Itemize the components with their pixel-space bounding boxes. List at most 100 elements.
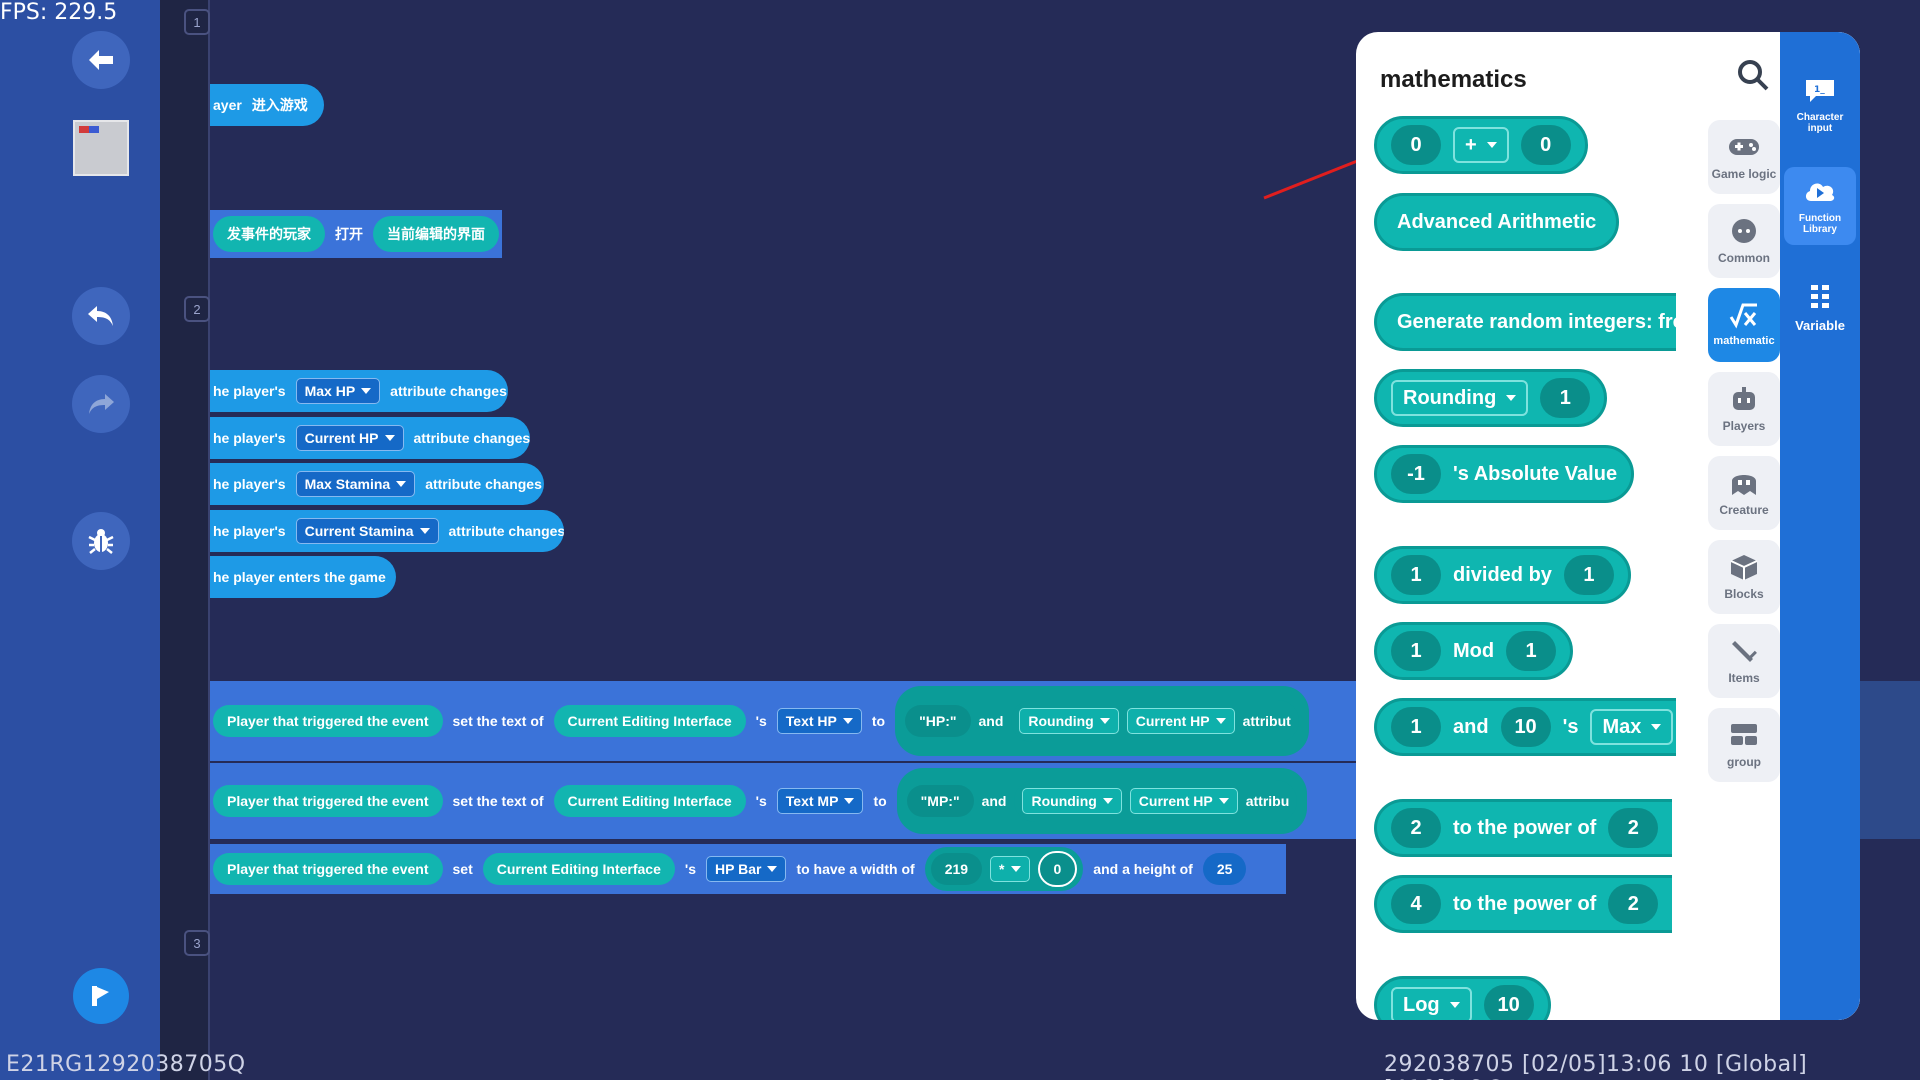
attribute-dropdown[interactable]: Current HP: [295, 425, 404, 451]
number-input[interactable]: 0: [1037, 851, 1078, 887]
max-block[interactable]: 1 and 10 's Max: [1374, 698, 1676, 756]
advanced-arithmetic-block[interactable]: Advanced Arithmetic: [1374, 193, 1620, 251]
number-input[interactable]: 10: [1483, 985, 1534, 1020]
category-game-logic[interactable]: Game logic: [1708, 120, 1780, 194]
number-input[interactable]: 4: [1391, 884, 1441, 924]
attribute-dropdown[interactable]: Current HP: [1126, 708, 1235, 734]
rounding-dropdown[interactable]: Rounding: [1391, 380, 1529, 416]
random-integer-block[interactable]: Generate random integers: fror: [1374, 293, 1676, 351]
multiply-block[interactable]: 219 * 0: [924, 847, 1084, 891]
concat-block[interactable]: "HP:" and Rounding Current HP attribut: [895, 686, 1309, 756]
rail-character-input[interactable]: 1_ Character input: [1784, 66, 1856, 144]
interface-pill[interactable]: Current Editing Interface: [553, 785, 746, 817]
string-pill[interactable]: "HP:": [905, 705, 971, 737]
attr-event-block[interactable]: he player's Max Stamina attribute change…: [210, 463, 544, 505]
enter-game-event-block[interactable]: he player enters the game: [210, 556, 396, 598]
number-input[interactable]: -1: [1391, 454, 1441, 494]
ui-element-dropdown[interactable]: Text HP: [776, 708, 862, 734]
undo-button[interactable]: [72, 287, 130, 345]
player-pill[interactable]: 发事件的玩家: [213, 216, 325, 252]
number-input[interactable]: 2: [1391, 808, 1441, 848]
rounding-block[interactable]: Rounding Current HP attribu: [1014, 780, 1298, 822]
absolute-value-block[interactable]: -1 's Absolute Value: [1374, 445, 1635, 503]
block-text: to: [873, 793, 887, 809]
number-input[interactable]: 2: [1608, 884, 1659, 924]
rail-variable[interactable]: Variable: [1784, 268, 1856, 346]
interface-pill[interactable]: 当前编辑的界面: [373, 216, 499, 252]
interface-pill[interactable]: Current Editing Interface: [553, 705, 746, 737]
back-button[interactable]: [72, 31, 130, 89]
run-button[interactable]: [73, 968, 129, 1024]
set-size-block[interactable]: Player that triggered the event set Curr…: [210, 844, 1286, 894]
max-min-dropdown[interactable]: Max: [1590, 709, 1674, 745]
number-input[interactable]: 1: [1563, 555, 1614, 595]
divide-block[interactable]: 1 divided by 1: [1374, 546, 1631, 604]
attribute-dropdown[interactable]: Max HP: [295, 378, 381, 404]
block-text: 打开: [335, 226, 363, 242]
set-text-hp-block[interactable]: Player that triggered the event set the …: [210, 681, 1356, 761]
ui-element-dropdown[interactable]: Text MP: [776, 788, 864, 814]
block-label: to the power of: [1453, 816, 1597, 839]
category-mathematics[interactable]: mathematic s: [1708, 288, 1780, 362]
palette-blocks[interactable]: mathematics 0 + 0 Advanced Arithmetic Ge…: [1356, 32, 1676, 1020]
set-text-mp-block[interactable]: Player that triggered the event set the …: [210, 763, 1356, 839]
mod-block[interactable]: 1 Mod 1: [1374, 622, 1574, 680]
rounding-block[interactable]: Rounding Current HP attribut: [1011, 700, 1299, 742]
number-input[interactable]: 10: [1500, 707, 1551, 747]
map-thumbnail[interactable]: [73, 120, 129, 176]
operator-dropdown[interactable]: *: [990, 856, 1030, 882]
interface-pill[interactable]: Current Editing Interface: [482, 853, 675, 885]
number-input[interactable]: 1: [1540, 378, 1591, 418]
number-input[interactable]: 0: [1391, 125, 1441, 165]
number-input[interactable]: 2: [1608, 808, 1659, 848]
number-input[interactable]: 0: [1520, 125, 1571, 165]
attribute-dropdown[interactable]: Max Stamina: [295, 471, 416, 497]
number-input[interactable]: 1: [1391, 707, 1441, 747]
creature-icon: [1732, 475, 1756, 495]
player-pill[interactable]: Player that triggered the event: [213, 853, 443, 885]
redo-button[interactable]: [72, 375, 130, 433]
caret-down-icon: [1010, 866, 1021, 872]
attribute-dropdown[interactable]: Current Stamina: [295, 518, 439, 544]
category-blocks[interactable]: Blocks: [1708, 540, 1780, 614]
number-input[interactable]: 219: [930, 853, 983, 885]
log-block[interactable]: Log 10: [1374, 976, 1551, 1020]
power-block[interactable]: 2 to the power of 2: [1374, 799, 1673, 857]
attr-event-block[interactable]: he player's Max HP attribute changes: [210, 370, 508, 412]
category-label: Players: [1722, 419, 1766, 433]
dots-icon: [1732, 219, 1756, 243]
number-input[interactable]: 1: [1391, 555, 1441, 595]
power-block[interactable]: 4 to the power of 2: [1374, 875, 1673, 933]
category-players[interactable]: Players: [1708, 372, 1780, 446]
number-input[interactable]: 1: [1391, 631, 1441, 671]
open-ui-block[interactable]: 发事件的玩家 打开 当前编辑的界面: [210, 210, 502, 258]
rail-function-library[interactable]: Function Library: [1784, 167, 1856, 245]
rounding-block[interactable]: Rounding 1: [1374, 369, 1608, 427]
block-text: to have a width of: [796, 861, 915, 877]
string-pill[interactable]: "MP:": [906, 785, 974, 817]
add-block[interactable]: 0 + 0: [1374, 116, 1588, 174]
player-pill[interactable]: Player that triggered the event: [213, 785, 443, 817]
operator-dropdown[interactable]: +: [1453, 127, 1509, 163]
rounding-dropdown[interactable]: Rounding: [1022, 788, 1122, 814]
search-icon[interactable]: [1736, 58, 1770, 92]
concat-block[interactable]: "MP:" and Rounding Current HP attribu: [896, 768, 1308, 834]
log-dropdown[interactable]: Log: [1391, 987, 1472, 1020]
category-common[interactable]: Common: [1708, 204, 1780, 278]
category-items[interactable]: Items: [1708, 624, 1780, 698]
number-input[interactable]: 1: [1506, 631, 1557, 671]
debug-button[interactable]: [72, 512, 130, 570]
ui-element-dropdown[interactable]: HP Bar: [706, 856, 787, 882]
player-pill[interactable]: Player that triggered the event: [213, 705, 443, 737]
category-group[interactable]: group: [1708, 708, 1780, 782]
attr-event-block[interactable]: he player's Current HP attribute changes: [210, 417, 530, 459]
attr-event-block[interactable]: he player's Current Stamina attribute ch…: [210, 510, 564, 552]
block-text: he player's: [213, 523, 286, 539]
category-creature[interactable]: Creature: [1708, 456, 1780, 530]
caret-down-icon: [842, 718, 853, 724]
block-text: and a height of: [1093, 861, 1193, 877]
rounding-dropdown[interactable]: Rounding: [1019, 708, 1119, 734]
attribute-dropdown[interactable]: Current HP: [1129, 788, 1238, 814]
event-block-enter[interactable]: ayer 进入游戏: [210, 84, 324, 126]
number-input[interactable]: 25: [1202, 853, 1247, 885]
